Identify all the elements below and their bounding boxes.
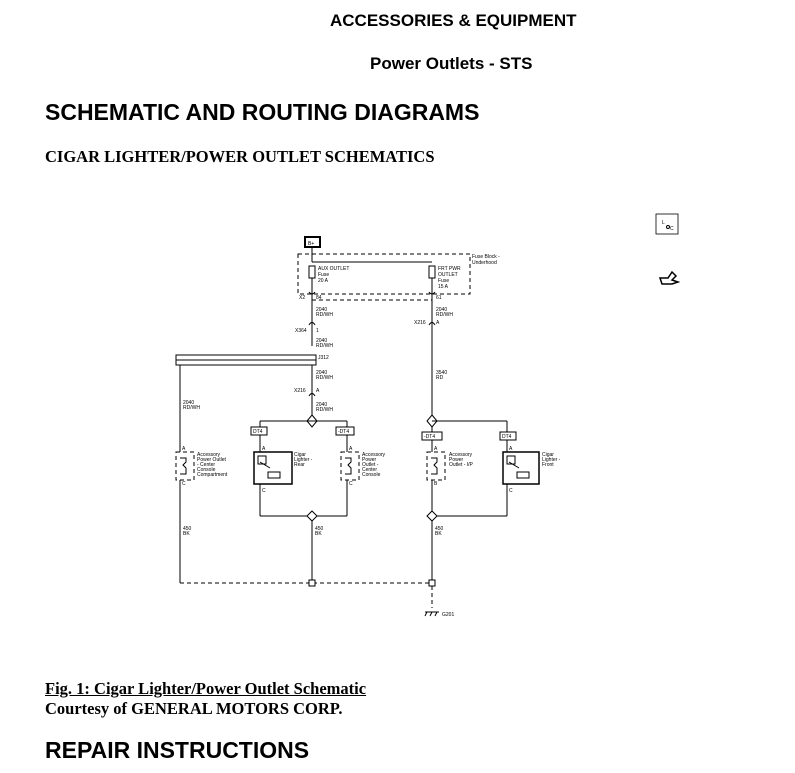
power-label: B+ bbox=[308, 241, 314, 247]
pin-a-ip: A bbox=[434, 446, 438, 452]
fuse-frt-label-3: Fuse bbox=[438, 278, 449, 284]
conn-x364: X364 bbox=[295, 328, 307, 334]
figure-caption: Fig. 1: Cigar Lighter/Power Outlet Schem… bbox=[45, 679, 367, 698]
wire-450-b-num: 450 bbox=[315, 526, 324, 532]
splice-j312: J312 bbox=[318, 355, 329, 361]
power-outlet-center-compartment: Accessory Power Outlet - Center Console … bbox=[175, 451, 228, 481]
pin-a-rear: A bbox=[262, 446, 266, 452]
wire-2040-c-color: RD/WH bbox=[316, 343, 333, 349]
wire-2040-b-num: 2040 bbox=[436, 307, 447, 313]
option-dt4-c: -DT4 bbox=[424, 434, 435, 440]
wire-3540-num: 3540 bbox=[436, 370, 447, 376]
wire-2040-b-color: RD/WH bbox=[436, 312, 453, 318]
pin-a-center: A bbox=[182, 446, 186, 452]
wire-2040-a-num: 2040 bbox=[316, 307, 327, 313]
pin-a-console: A bbox=[349, 446, 353, 452]
pin-84: 84 bbox=[316, 295, 322, 301]
ground-g201: G201 bbox=[442, 612, 454, 618]
console-label-4: Center bbox=[362, 467, 377, 473]
center-label-4: Console bbox=[197, 467, 216, 473]
schematic-routing-heading: SCHEMATIC AND ROUTING DIAGRAMS bbox=[45, 99, 480, 125]
fuse-block-label-2: Underhood bbox=[472, 260, 497, 266]
cigar-lighter-rear: Cigar Lighter - Rear bbox=[253, 451, 313, 485]
pin-61: 61 bbox=[436, 295, 442, 301]
option-dt4-a: DT4 bbox=[253, 429, 263, 435]
center-label-1: Accessory bbox=[197, 452, 221, 458]
wiring-schematic: L C B+ Fuse Block - Underhood AUX OUTLET… bbox=[175, 213, 681, 618]
svg-text:C: C bbox=[670, 226, 674, 232]
celsius-icon[interactable]: L C bbox=[655, 213, 679, 235]
center-label-2: Power Outlet bbox=[197, 457, 227, 463]
section-title: ACCESSORIES & EQUIPMENT bbox=[330, 11, 577, 30]
repair-heading: REPAIR INSTRUCTIONS bbox=[45, 737, 310, 763]
console-label-5: Console bbox=[362, 472, 381, 478]
subsection-title: Power Outlets - STS bbox=[370, 54, 533, 73]
front-lighter-label-2: Lighter - bbox=[542, 457, 561, 463]
console-label-2: Power bbox=[362, 457, 377, 463]
front-lighter-label-3: Front bbox=[542, 462, 554, 468]
fuse-aux-label-2: Fuse bbox=[318, 272, 329, 278]
cigar-schematics-heading: CIGAR LIGHTER/POWER OUTLET SCHEMATICS bbox=[45, 147, 435, 166]
console-label-3: Outlet - bbox=[362, 462, 379, 468]
fuse-aux-label-3: 20 A bbox=[318, 278, 329, 284]
rear-lighter-label-2: Lighter - bbox=[294, 457, 313, 463]
wire-450-c-color: BK bbox=[435, 531, 442, 537]
rear-lighter-label-1: Cigar bbox=[294, 452, 306, 458]
figure-courtesy: Courtesy of GENERAL MOTORS CORP. bbox=[45, 699, 343, 718]
wire-2040-e-num: 2040 bbox=[316, 370, 327, 376]
wire-3540-color: RD bbox=[436, 375, 444, 381]
wire-450-a-num: 450 bbox=[183, 526, 192, 532]
pin-c-console: C bbox=[349, 481, 353, 487]
wire-450-a-color: BK bbox=[183, 531, 190, 537]
conn-x216-b: X216 bbox=[294, 388, 306, 394]
pin-b-ip: B bbox=[434, 481, 438, 487]
front-lighter-label-1: Cigar bbox=[542, 452, 554, 458]
wire-450-b-color: BK bbox=[315, 531, 322, 537]
pin-c-rear: C bbox=[262, 488, 266, 494]
pin-a-mid: A bbox=[316, 388, 320, 394]
cigar-lighter-front: Cigar Lighter - Front bbox=[502, 451, 561, 485]
ground-symbol bbox=[424, 611, 439, 617]
fuse-frt-label-1: FRT PWR bbox=[438, 266, 461, 272]
fuse-aux-label-1: AUX OUTLET bbox=[318, 266, 349, 272]
fuse-frt-label-4: 15 A bbox=[438, 284, 449, 290]
console-label-1: Accessory bbox=[362, 452, 386, 458]
wire-2040-d-color: RD/WH bbox=[183, 405, 200, 411]
ip-label-1: Accessory bbox=[449, 452, 473, 458]
hand-pointer-icon[interactable] bbox=[658, 270, 681, 285]
fuse-frt-label-2: OUTLET bbox=[438, 272, 458, 278]
conn-x216: X216 bbox=[414, 320, 426, 326]
option-dt4-d: DT4 bbox=[502, 434, 512, 440]
option-dt4-b: -DT4 bbox=[338, 429, 349, 435]
svg-text:L: L bbox=[662, 220, 665, 226]
power-outlet-ip: Accessory Power Outlet - I/P bbox=[426, 451, 474, 481]
pin-1: 1 bbox=[316, 328, 319, 334]
center-label-3: - Center bbox=[197, 462, 215, 468]
power-outlet-center-console: Accessory Power Outlet - Center Console bbox=[340, 451, 386, 481]
battery-positive-box: B+ bbox=[304, 236, 321, 248]
conn-x2: X2 bbox=[299, 295, 305, 301]
center-label-5: Compartment bbox=[197, 472, 228, 478]
ip-label-2: Power bbox=[449, 457, 464, 463]
wire-2040-d-num: 2040 bbox=[183, 400, 194, 406]
ip-label-3: Outlet - I/P bbox=[449, 462, 474, 468]
wire-2040-c-num: 2040 bbox=[316, 338, 327, 344]
pin-c-center: C bbox=[182, 481, 186, 487]
pin-a-right: A bbox=[436, 320, 440, 326]
pin-a-front: A bbox=[509, 446, 513, 452]
wire-2040-f-color: RD/WH bbox=[316, 407, 333, 413]
wire-2040-e-color: RD/WH bbox=[316, 375, 333, 381]
pin-c-front: C bbox=[509, 488, 513, 494]
rear-lighter-label-3: Rear bbox=[294, 462, 305, 468]
fuse-block-label-1: Fuse Block - bbox=[472, 254, 500, 260]
wire-2040-a-color: RD/WH bbox=[316, 312, 333, 318]
wire-2040-f-num: 2040 bbox=[316, 402, 327, 408]
wire-450-c-num: 450 bbox=[435, 526, 444, 532]
